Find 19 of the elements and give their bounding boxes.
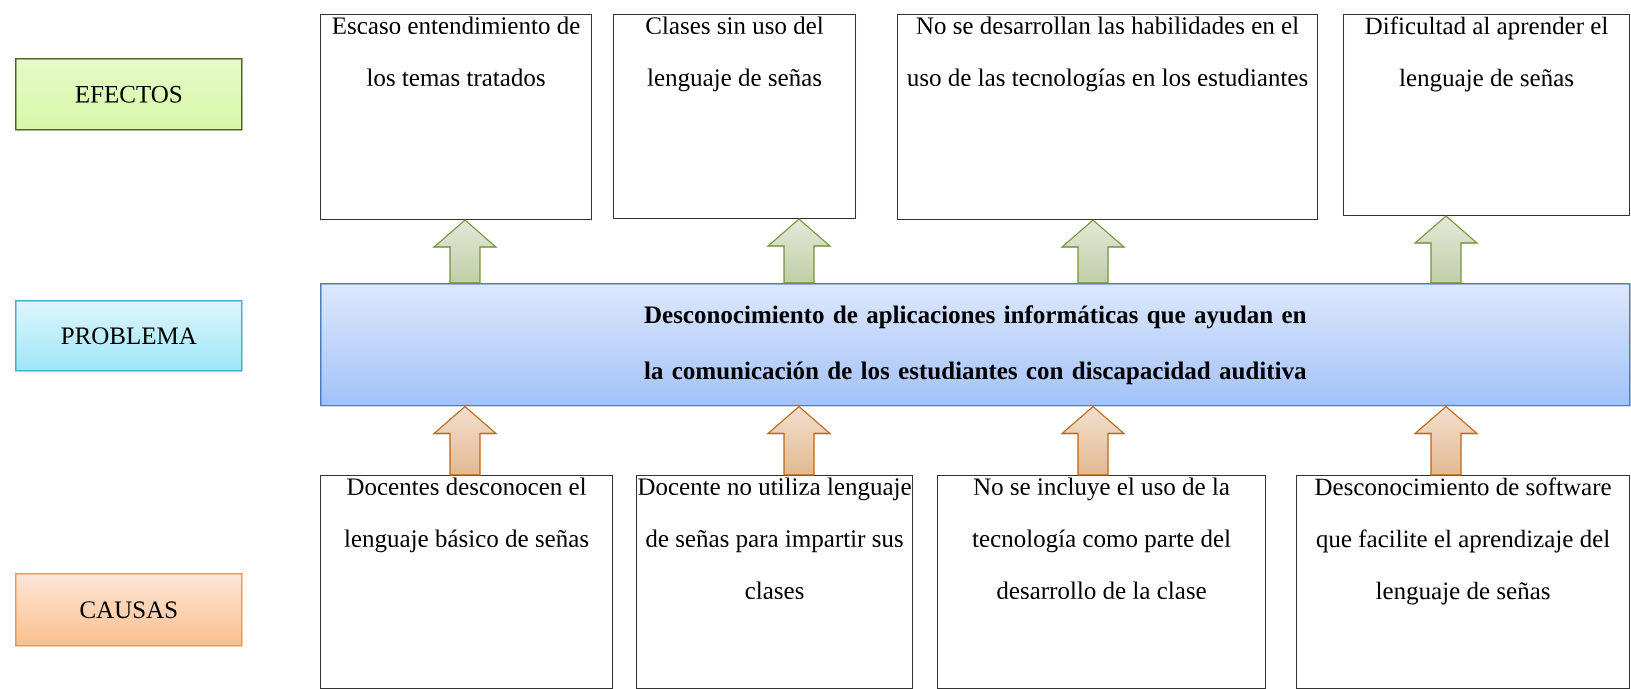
effect-box: Dificultad al aprender el lenguaje de señas (1343, 14, 1630, 216)
block-arrow (1413, 215, 1479, 284)
block-arrow (1060, 405, 1126, 476)
level-label: EFECTOS (15, 58, 243, 131)
block-arrow (1413, 405, 1479, 476)
cause-box: Docentes desconocen el lenguaje básico de señas (320, 475, 613, 689)
cause-box: No se incluye el uso de la tecnología como parte del desarrollo de la clase (937, 475, 1266, 689)
block-arrow (432, 219, 498, 284)
cause-box: Docente no utiliza lenguaje de señas para impartir sus clases (636, 475, 913, 689)
effect-box: Escaso entendimiento de los temas tratados (320, 14, 592, 220)
level-label: CAUSAS (15, 573, 243, 647)
block-arrow (432, 405, 498, 476)
block-arrow (766, 405, 832, 476)
cause-box: Desconocimiento de software que facilite el aprendizaje del lenguaje de señas (1296, 475, 1630, 689)
effect-box: No se desarrollan las habilidades en el uso de las tecnologías en los estudiantes (897, 14, 1318, 220)
level-label: PROBLEMA (15, 300, 243, 372)
block-arrow (1060, 219, 1126, 284)
block-arrow (766, 218, 832, 284)
effect-box: Clases sin uso del lenguaje de señas (613, 14, 856, 219)
